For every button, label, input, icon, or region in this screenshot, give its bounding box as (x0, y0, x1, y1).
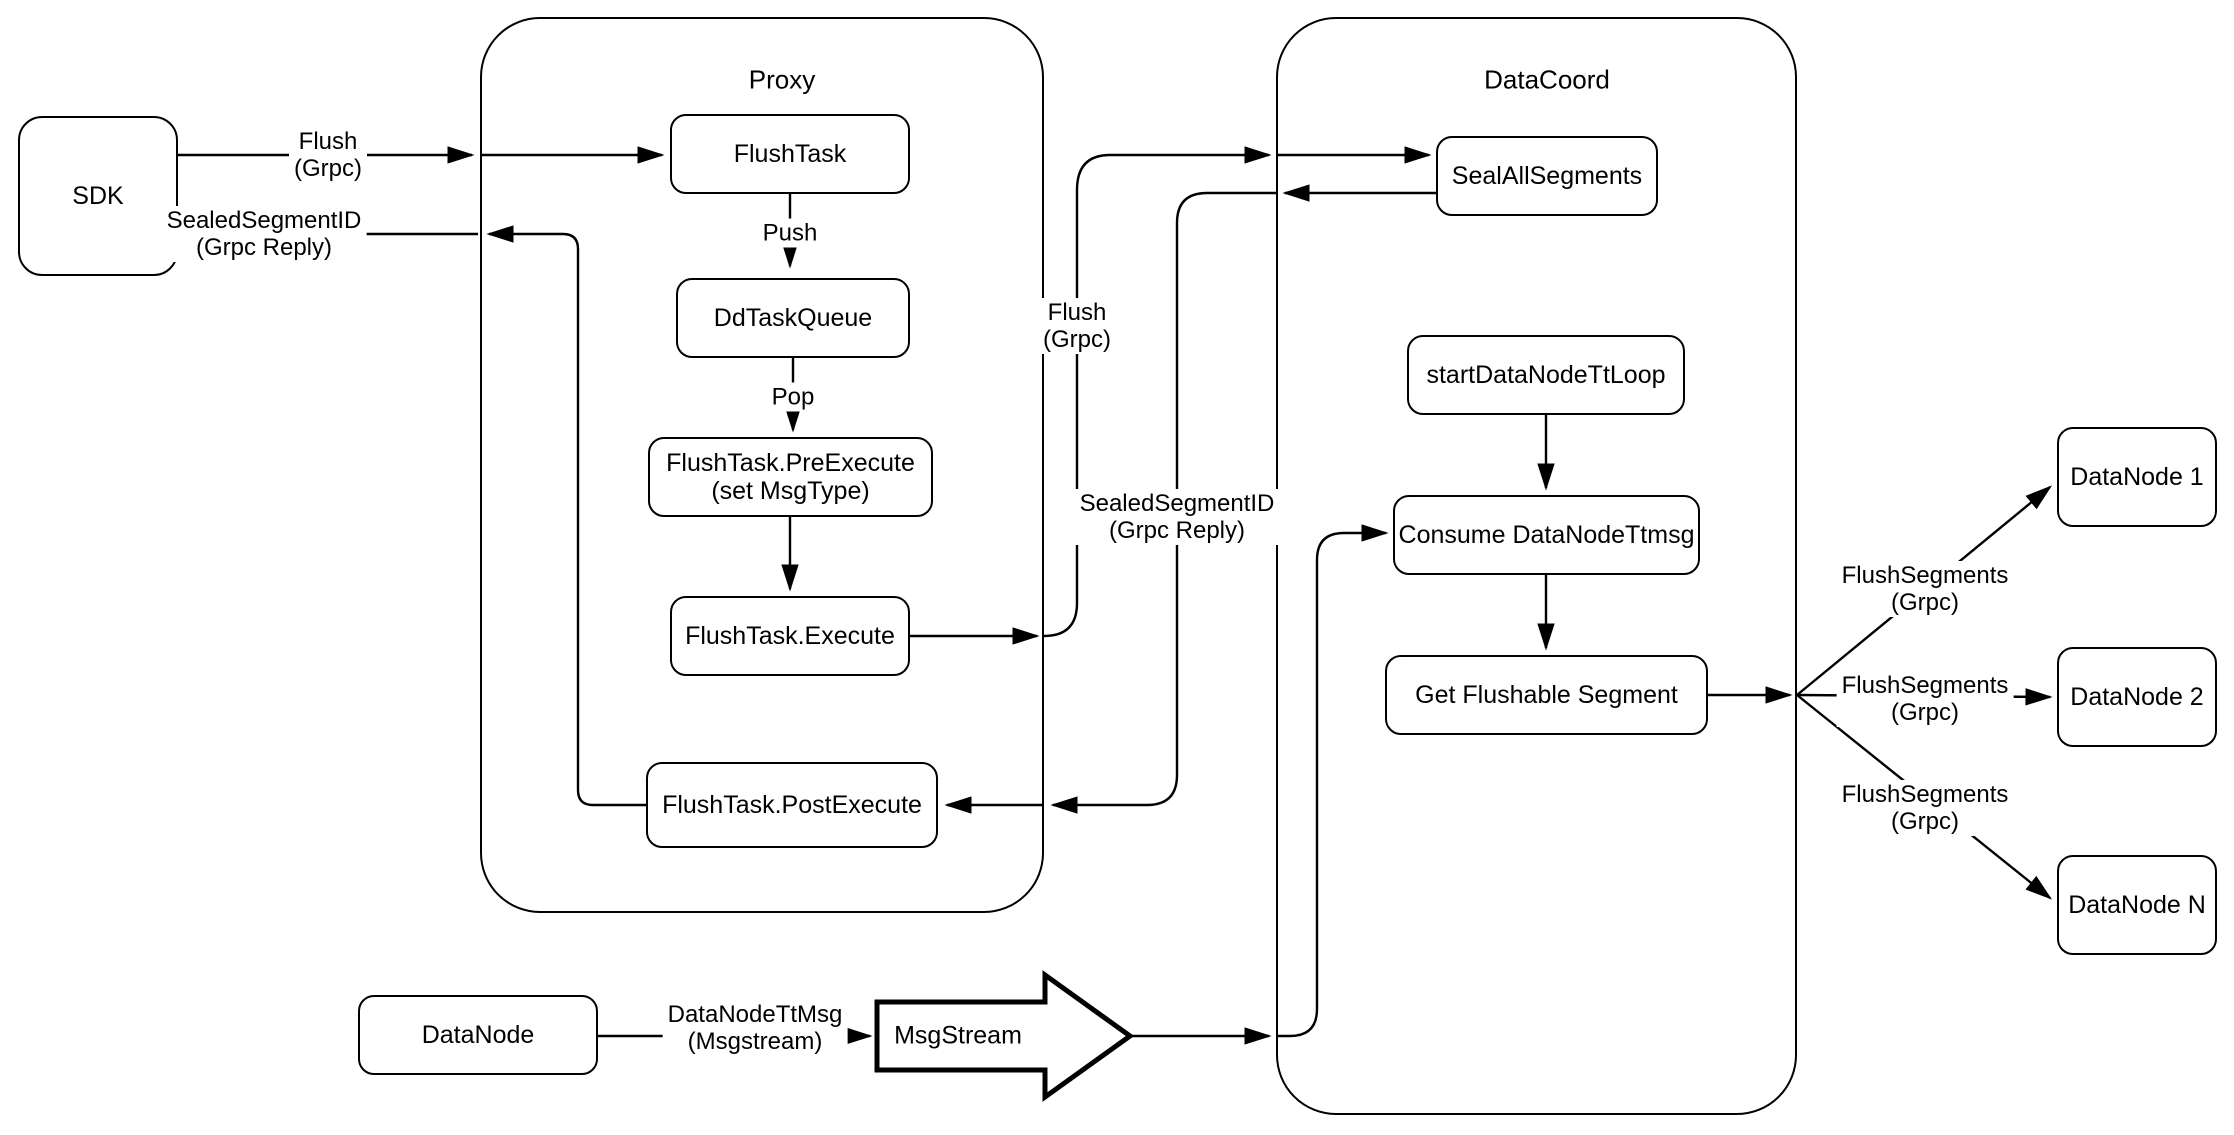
edge-label-flushsegments-3: FlushSegments (Grpc) (1836, 780, 2014, 836)
node-datanode-2-label: DataNode 2 (2070, 683, 2204, 711)
node-datanode-1: DataNode 1 (2057, 427, 2217, 527)
sealedsegmentid-mid-line2: (Grpc Reply) (1108, 517, 1246, 544)
edge-label-flushsegments-1: FlushSegments (Grpc) (1836, 561, 2014, 617)
node-flushtask-preexecute-label: FlushTask.PreExecute (set MsgType) (666, 449, 915, 505)
edge-label-flush-grpc-sdk: Flush (Grpc) (289, 127, 367, 183)
node-datanode-n: DataNode N (2057, 855, 2217, 955)
preexecute-line2: (set MsgType) (711, 477, 870, 505)
node-startdatanodettloop-label: startDataNodeTtLoop (1426, 361, 1666, 389)
node-flushtask-execute-label: FlushTask.Execute (685, 622, 895, 650)
edge-label-push: Push (757, 218, 823, 248)
container-proxy (480, 17, 1044, 913)
sealedsegmentid-sdk-line2: (Grpc Reply) (195, 234, 333, 261)
node-flushtask-preexecute: FlushTask.PreExecute (set MsgType) (648, 437, 933, 517)
node-flushtask-label: FlushTask (733, 140, 847, 168)
flushsegments-1-line2: (Grpc) (1891, 589, 1959, 616)
edge-label-flushsegments-2: FlushSegments (Grpc) (1836, 671, 2014, 727)
edge-label-flush-grpc-mid: Flush (Grpc) (1038, 298, 1116, 354)
node-datanode-1-label: DataNode 1 (2070, 463, 2204, 491)
node-sealallsegments-label: SealAllSegments (1451, 162, 1643, 190)
flushsegments-3-line1: FlushSegments (1841, 781, 2009, 808)
node-sdk: SDK (18, 116, 178, 276)
flushsegments-3-line2: (Grpc) (1891, 808, 1959, 835)
edge-label-sealedsegmentid-sdk: SealedSegmentID (Grpc Reply) (161, 206, 367, 262)
node-get-flushable-segment-label: Get Flushable Segment (1415, 681, 1678, 709)
node-consume-datanodettmsg: Consume DataNodeTtmsg (1393, 495, 1700, 575)
flush-grpc-mid-line1: Flush (1047, 299, 1107, 326)
flushsegments-1-line1: FlushSegments (1841, 562, 2009, 589)
node-sdk-label: SDK (72, 182, 124, 210)
node-sealallsegments: SealAllSegments (1436, 136, 1658, 216)
node-ddtaskqueue-label: DdTaskQueue (713, 304, 873, 332)
flush-grpc-mid-line2: (Grpc) (1043, 326, 1111, 353)
edge-label-sealedsegmentid-mid: SealedSegmentID (Grpc Reply) (1074, 489, 1280, 545)
edge-label-pop: Pop (766, 382, 820, 412)
container-proxy-title: Proxy (748, 64, 816, 95)
flushsegments-2-line1: FlushSegments (1841, 672, 2009, 699)
node-datanode-n-label: DataNode N (2068, 891, 2206, 919)
node-datanode-source-label: DataNode (421, 1021, 535, 1049)
preexecute-line1: FlushTask.PreExecute (666, 449, 915, 477)
flushsegments-2-line2: (Grpc) (1891, 699, 1959, 726)
node-datanode-source: DataNode (358, 995, 598, 1075)
node-startdatanodettloop: startDataNodeTtLoop (1407, 335, 1685, 415)
node-flushtask-execute: FlushTask.Execute (670, 596, 910, 676)
flush-grpc-sdk-line2: (Grpc) (294, 155, 362, 182)
node-get-flushable-segment: Get Flushable Segment (1385, 655, 1708, 735)
msgstream-label: MsgStream (894, 1021, 1022, 1050)
edge-flush-proxy-to-datacoord (1043, 146, 1272, 638)
sealedsegmentid-mid-line1: SealedSegmentID (1079, 490, 1275, 517)
container-datacoord-title: DataCoord (1484, 64, 1610, 95)
node-flushtask-postexecute-label: FlushTask.PostExecute (662, 791, 922, 819)
node-ddtaskqueue: DdTaskQueue (676, 278, 910, 358)
sealedsegmentid-sdk-line1: SealedSegmentID (166, 207, 362, 234)
node-flushtask-postexecute: FlushTask.PostExecute (646, 762, 938, 848)
node-consume-datanodettmsg-label: Consume DataNodeTtmsg (1398, 521, 1695, 549)
edge-label-datanodettmsg: DataNodeTtMsg (Msgstream) (662, 1000, 848, 1056)
node-datanode-2: DataNode 2 (2057, 647, 2217, 747)
datanodettmsg-line2: (Msgstream) (687, 1028, 823, 1055)
datanodettmsg-line1: DataNodeTtMsg (667, 1001, 843, 1028)
flush-grpc-sdk-line1: Flush (298, 128, 358, 155)
node-flushtask: FlushTask (670, 114, 910, 194)
